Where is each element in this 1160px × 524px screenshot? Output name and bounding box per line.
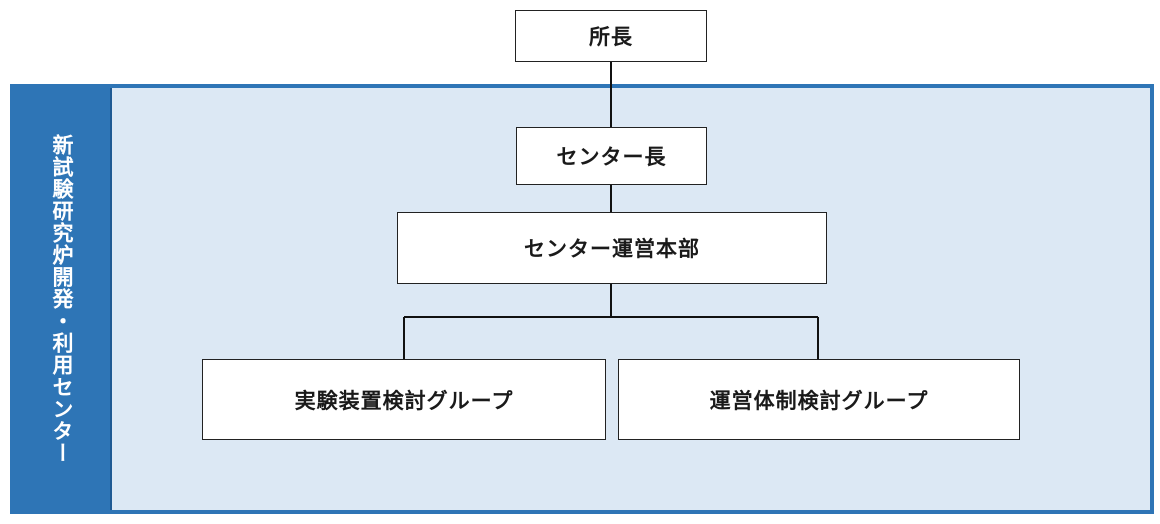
node-headquarters: センター運営本部 (397, 212, 827, 284)
node-director: 所長 (515, 10, 707, 62)
node-headquarters-label: センター運営本部 (524, 237, 700, 261)
center-name-band: 新試験研究炉開発・利用センター (14, 88, 112, 510)
node-center-head-label: センター長 (556, 145, 667, 169)
node-group-operation-label: 運営体制検討グループ (709, 388, 929, 413)
node-center-head: センター長 (516, 127, 707, 185)
node-group-experiment-label: 実験装置検討グループ (294, 388, 514, 413)
center-name-label: 新試験研究炉開発・利用センター (50, 134, 74, 464)
node-director-label: 所長 (589, 25, 633, 49)
node-group-operation: 運営体制検討グループ (618, 359, 1020, 440)
node-group-experiment: 実験装置検討グループ (202, 359, 606, 440)
